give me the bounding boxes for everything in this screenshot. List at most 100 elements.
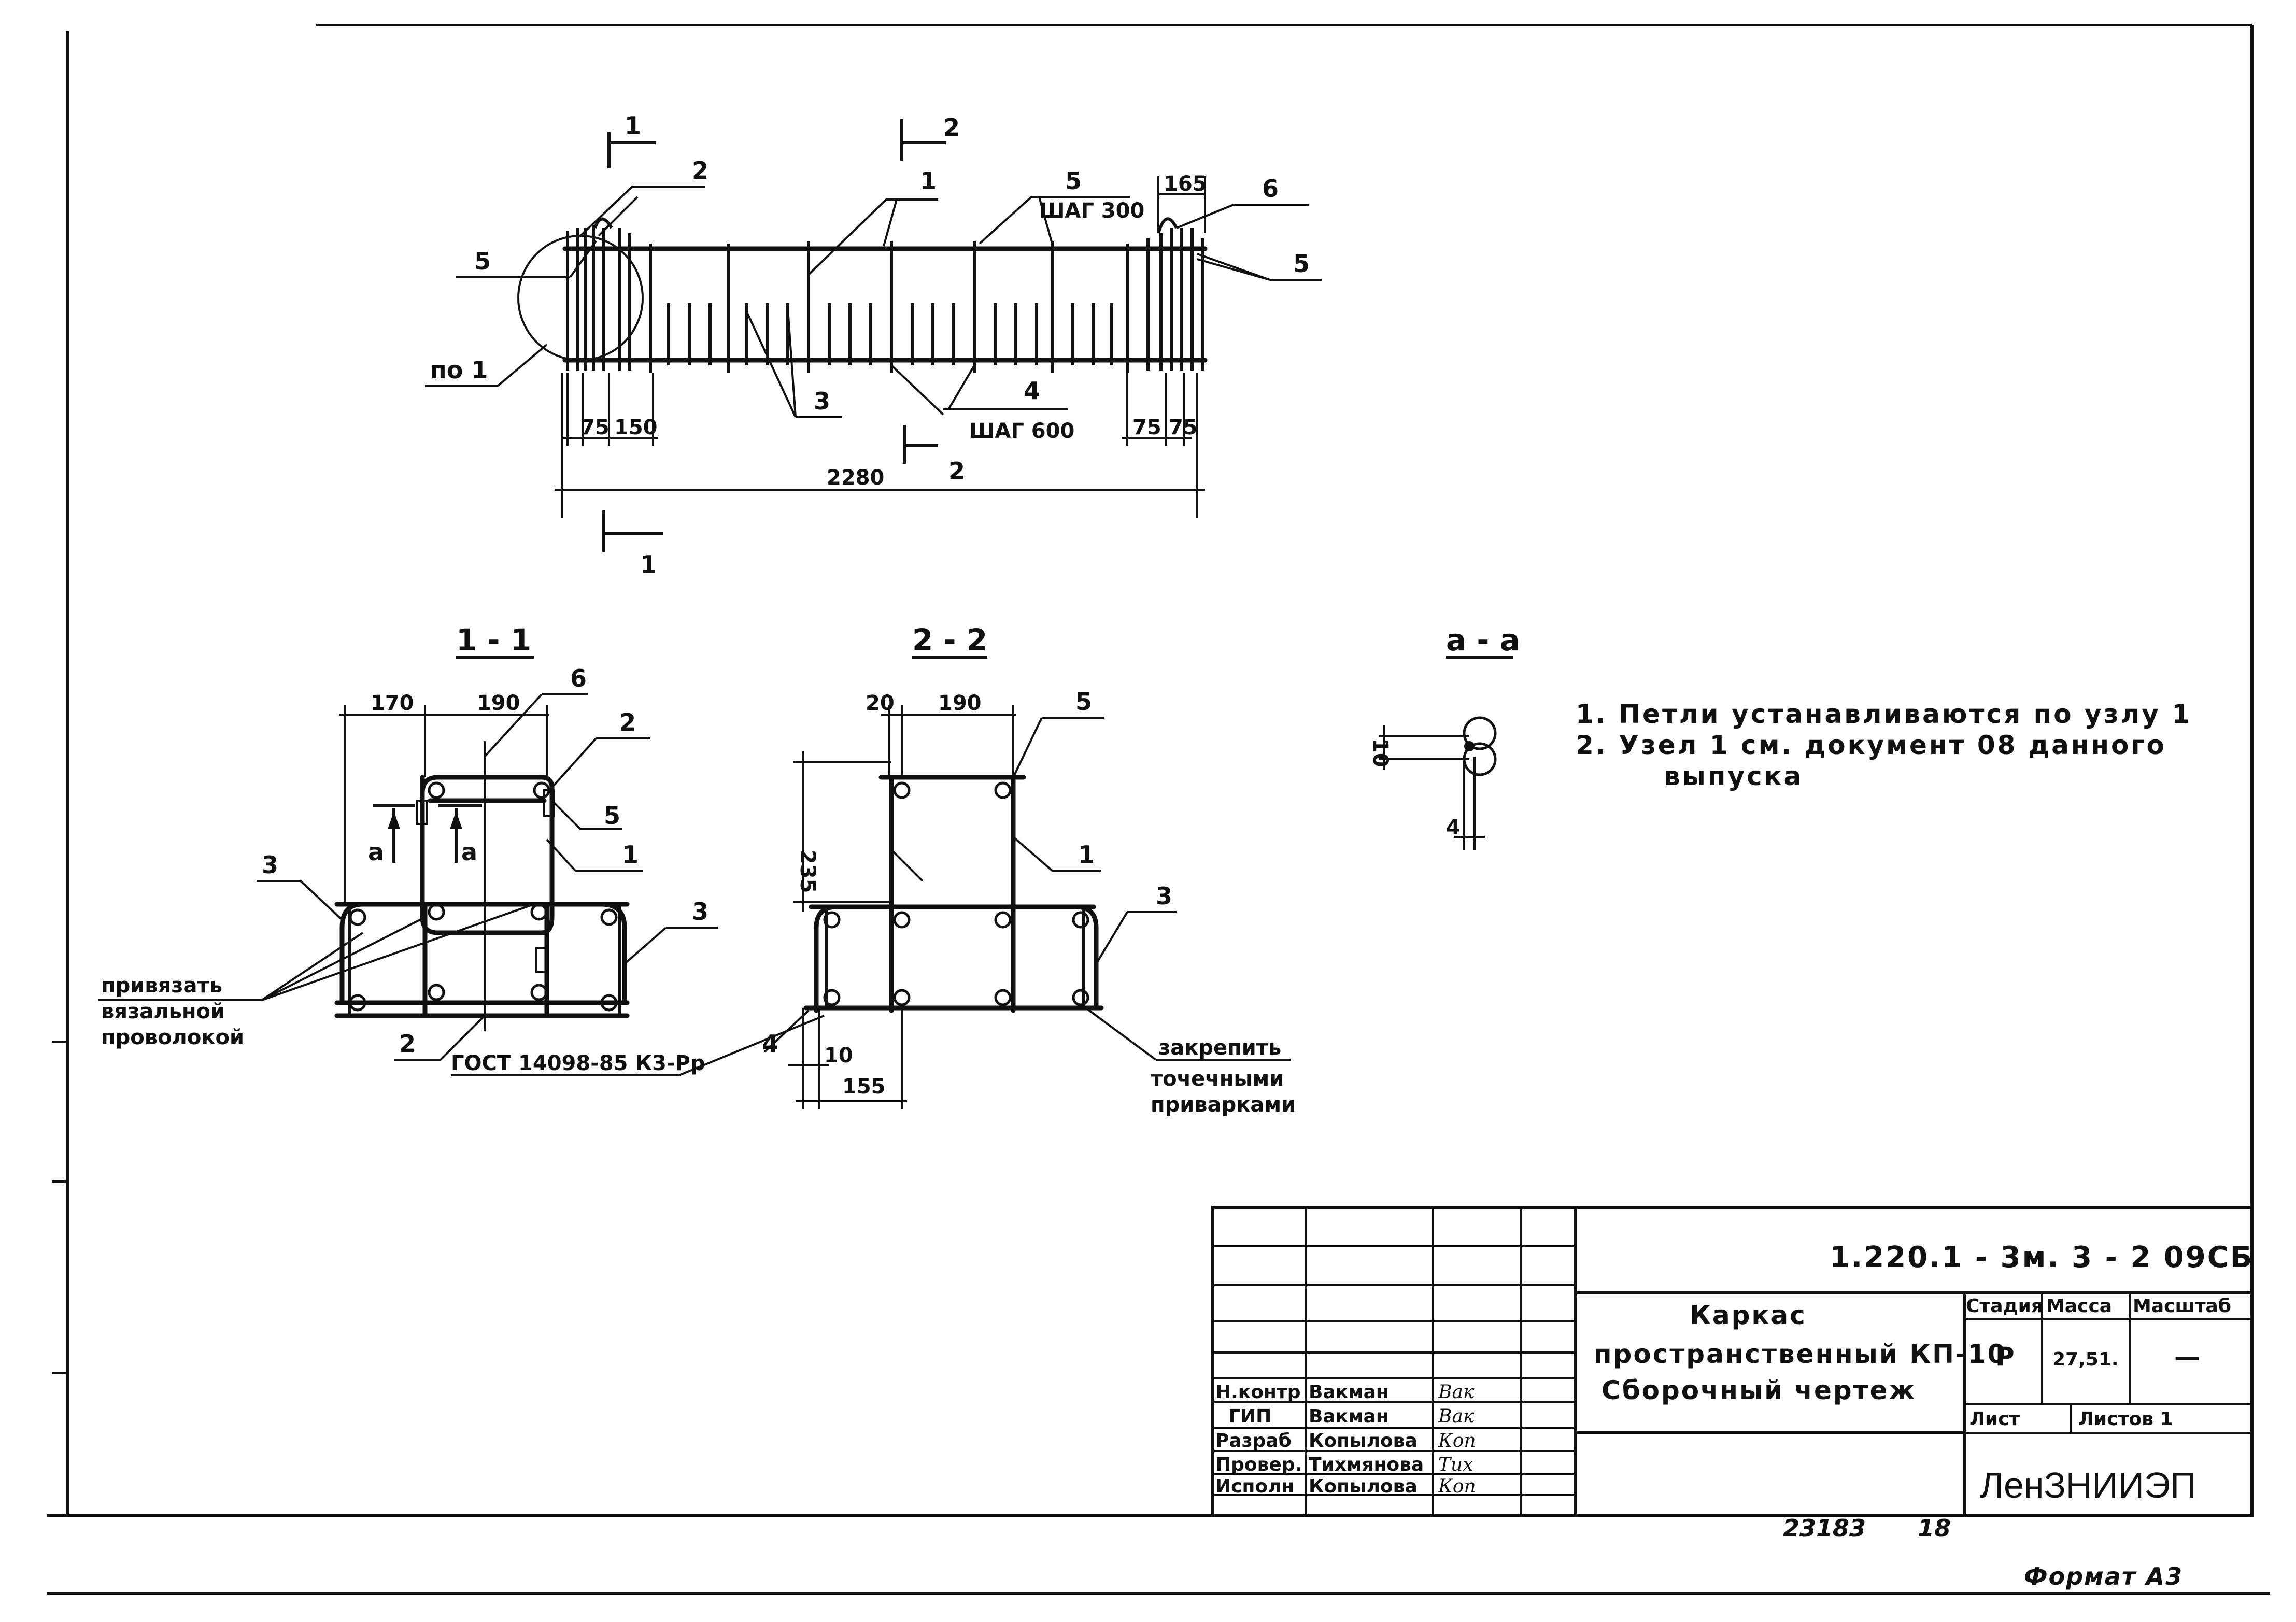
section-marker-2-top: 2	[900, 113, 960, 161]
dim-75-right-2: 75	[1169, 416, 1198, 439]
staff-sign-1: Вак	[1438, 1382, 1475, 1403]
dim-235: 235	[796, 850, 819, 893]
page-number: 18	[1918, 1514, 1951, 1542]
org-name: ЛенЗНИИЭП	[1980, 1465, 2196, 1505]
section-2-2-title: 2 - 2	[912, 622, 987, 658]
s2-label-5: 5	[1075, 688, 1092, 716]
dim-190-s2: 190	[938, 691, 982, 715]
s1-label-3-right: 3	[692, 898, 708, 926]
title-block: 1.220.1 - 3м. 3 - 2 09СБ Каркас простран…	[1211, 1206, 2254, 1517]
note-2-cont: выпуска	[1664, 761, 1803, 791]
staff-sign-4: Тих	[1438, 1454, 1473, 1475]
section-marker-1-bottom: 1	[602, 510, 663, 578]
staff-sign-5: Коп	[1438, 1476, 1476, 1497]
hdr-scale: Масштаб	[2133, 1296, 2231, 1317]
doc-code: 1.220.1 - 3м. 3 - 2 09СБ	[1830, 1241, 2254, 1274]
hdr-mass: Масса	[2046, 1296, 2112, 1317]
dim-75-right: 75	[1132, 416, 1161, 439]
staff-name-4: Тихмянова	[1309, 1454, 1424, 1475]
aa-marker-right: a	[461, 838, 477, 866]
note-weld-3: приварками	[1151, 1093, 1296, 1117]
val-scale: —	[2174, 1342, 2202, 1372]
general-notes: 1. Петли устанавливаются по узлу 1 2. Уз…	[1576, 699, 2192, 791]
s1-label-5: 5	[604, 802, 620, 830]
staff-name-2: Вакман	[1309, 1406, 1389, 1427]
format-label: Формат А3	[2024, 1562, 2183, 1590]
section-a-a: a - a 10 4	[1368, 622, 1520, 850]
s2-label-1: 1	[1078, 841, 1095, 869]
callout-2: 2	[692, 156, 708, 184]
note-1: 1. Петли устанавливаются по узлу 1	[1576, 699, 2192, 729]
note-tie-2: вязальной	[101, 1000, 225, 1023]
dim-10-s2: 10	[824, 1044, 853, 1068]
staff-role-4: Провер.	[1215, 1454, 1302, 1475]
dim-190-s1: 190	[477, 691, 520, 715]
footer: 23183 18 Формат А3	[1783, 1514, 2183, 1590]
note-tie-1: привязать	[101, 974, 222, 998]
s2-label-3: 3	[1156, 882, 1172, 910]
callout-4: 4	[1024, 377, 1040, 405]
dim-165: 165	[1164, 172, 1207, 196]
staff-sign-2: Вак	[1438, 1406, 1475, 1427]
section-1-1: 1 - 1 170 190	[98, 622, 825, 1076]
staff-name-5: Копылова	[1309, 1476, 1418, 1497]
gost-label: ГОСТ 14098-85 К3-Рр	[451, 1051, 705, 1075]
dim-170: 170	[371, 691, 414, 715]
staff-role-2: ГИП	[1228, 1406, 1271, 1427]
staff-name-3: Копылова	[1309, 1430, 1418, 1452]
section-2-2: 2 - 2 20 190 235	[762, 622, 1296, 1117]
node-1-circle	[517, 235, 644, 361]
marker-1-top-label: 1	[625, 111, 641, 139]
sheet-label: Лист	[1969, 1408, 2020, 1430]
callout-step-600: ШАГ 600	[969, 419, 1074, 443]
s1-label-6: 6	[570, 664, 587, 692]
s1-label-2: 2	[619, 708, 636, 736]
staff-role-3: Разраб	[1215, 1430, 1292, 1452]
val-mass: 27,51.	[2052, 1349, 2119, 1370]
dim-75-left: 75	[580, 416, 610, 439]
aa-marker-left: a	[368, 838, 384, 866]
note-weld-2: точечными	[1151, 1067, 1284, 1091]
sheet-number: 23183	[1783, 1514, 1866, 1542]
title-line-2: пространственный КП-10	[1594, 1339, 2007, 1369]
marker-1-bottom-label: 1	[640, 550, 657, 578]
title-line-3: Сборочный чертеж	[1601, 1375, 1916, 1405]
staff-role-1: Н.контр	[1215, 1382, 1300, 1403]
callout-6: 6	[1262, 175, 1279, 203]
section-marker-1-top: 1	[607, 111, 656, 168]
marker-2-bottom-label: 2	[948, 457, 965, 485]
dim-155: 155	[842, 1075, 886, 1099]
val-stage: Р	[1995, 1342, 2016, 1372]
dim-10-aa: 10	[1368, 738, 1392, 767]
plan-leaders: 2 1 5 ШАГ 300 165 6 5 5	[425, 156, 1322, 443]
s1-label-2-bottom: 2	[399, 1030, 416, 1058]
s2-label-4: 4	[762, 1030, 778, 1058]
plan-view: 1 2 2 1 2 1	[425, 111, 1322, 578]
section-1-1-title: 1 - 1	[456, 622, 531, 658]
end-stirrups-right	[1146, 217, 1204, 371]
title-line-1: Каркас	[1690, 1300, 1807, 1330]
plan-dimensions: 75 150 75 75 2280	[555, 373, 1205, 518]
staff-sign-3: Коп	[1438, 1430, 1476, 1452]
note-weld-1: закрепить	[1158, 1036, 1281, 1060]
hdr-stage: Стадия	[1966, 1296, 2043, 1317]
callout-5-right: 5	[1293, 250, 1310, 278]
callout-step-300: ШАГ 300	[1039, 199, 1144, 223]
dim-150: 150	[614, 416, 658, 439]
sheets-label: Листов 1	[2078, 1408, 2173, 1430]
callout-1: 1	[920, 167, 937, 195]
callout-5-left: 5	[474, 247, 491, 275]
callout-5-top: 5	[1065, 167, 1082, 195]
s1-label-1: 1	[622, 841, 639, 869]
staff-role-5: Исполн	[1215, 1476, 1294, 1497]
end-stirrups-left	[566, 217, 631, 371]
marker-2-top-label: 2	[943, 113, 960, 141]
note-tie-3: проволокой	[101, 1026, 244, 1049]
section-marker-2-bottom: 2	[903, 425, 965, 485]
s1-label-3-left: 3	[262, 851, 278, 879]
dim-2280: 2280	[827, 466, 884, 490]
section-a-a-title: a - a	[1446, 622, 1520, 658]
staff-name-1: Вакман	[1309, 1382, 1389, 1403]
note-2: 2. Узел 1 см. документ 08 данного	[1576, 730, 2166, 760]
